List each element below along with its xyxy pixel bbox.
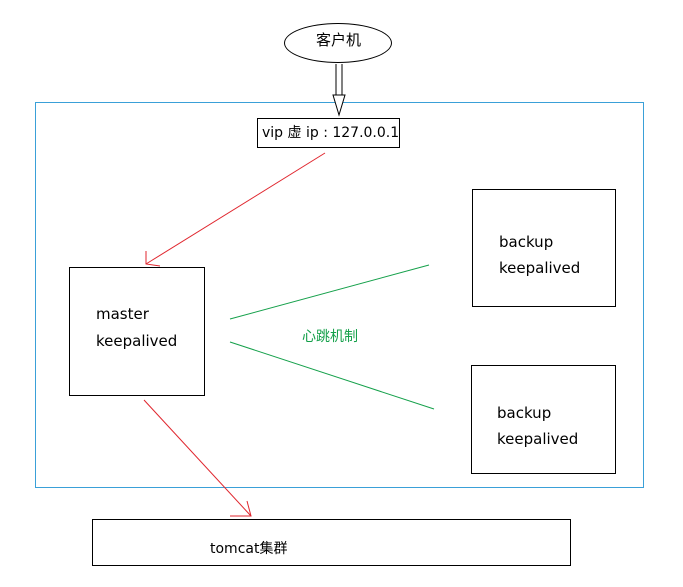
master-keepalived-label: keepalived (96, 332, 178, 350)
client-node (284, 23, 392, 63)
vip-node (257, 118, 400, 148)
master-node (69, 267, 205, 396)
backup-node-top (472, 189, 616, 307)
backup-node-bottom (471, 365, 616, 474)
tomcat-cluster-node (92, 519, 571, 566)
heartbeat-label: 心跳机制 (302, 329, 358, 345)
backup-top-keepalived-label: keepalived (499, 259, 581, 277)
backup-bottom-role-label: backup (497, 404, 552, 422)
client-label: 客户机 (316, 31, 362, 49)
master-role-label: master (96, 305, 149, 323)
tomcat-cluster-label: tomcat集群 (210, 541, 288, 557)
vip-label: vip 虚 ip : 127.0.0.1 (262, 125, 400, 141)
backup-top-role-label: backup (499, 233, 554, 251)
backup-bottom-keepalived-label: keepalived (497, 430, 579, 448)
